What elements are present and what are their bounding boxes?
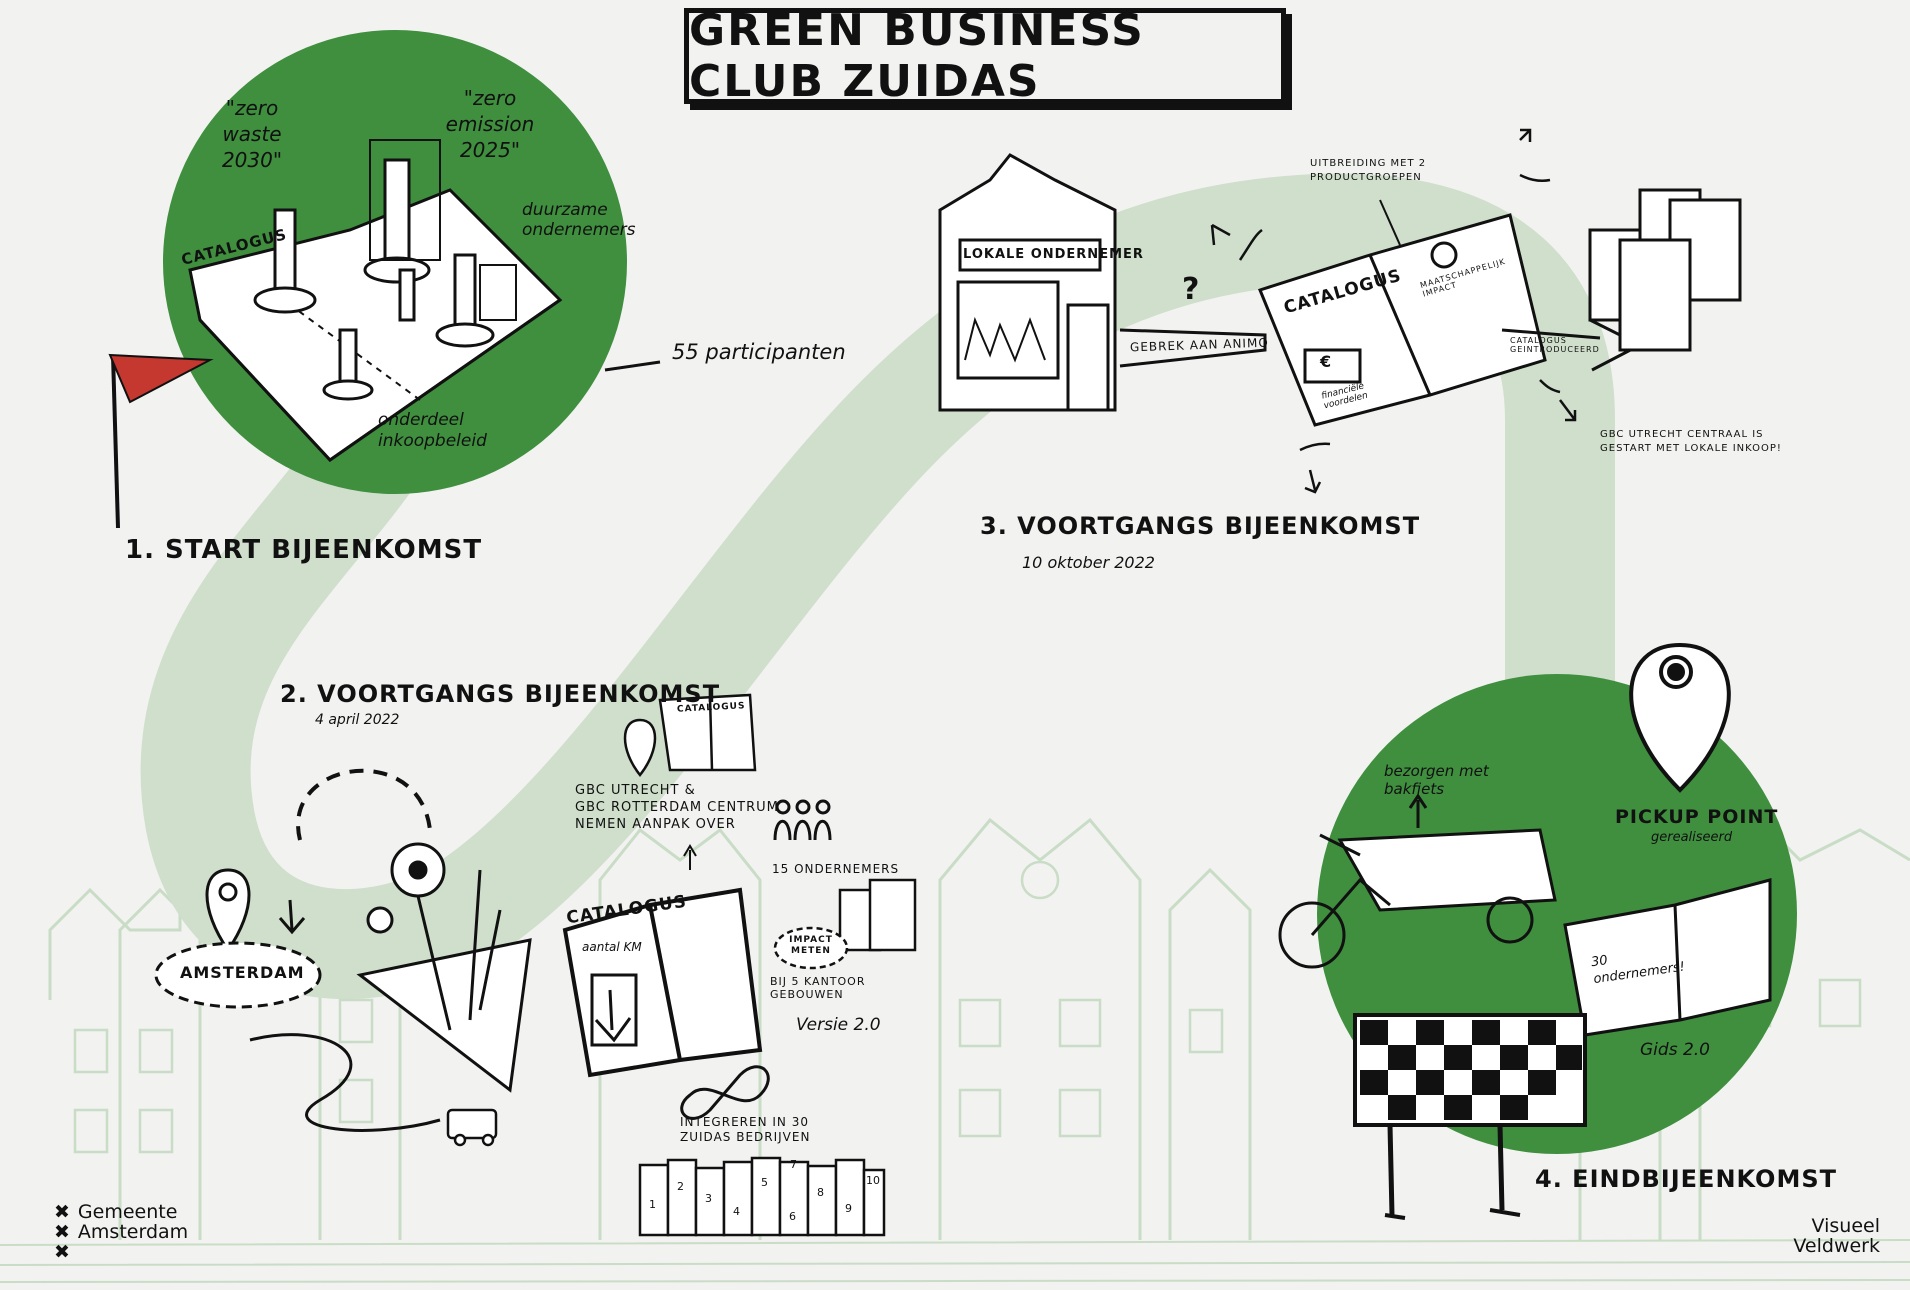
impact-bubble [773, 926, 849, 970]
15-ondernemers-label: 15 ONDERNEMERS [772, 862, 900, 876]
building-number: 8 [817, 1186, 824, 1199]
participanten-label: 55 participanten [672, 340, 846, 364]
gemeente-line-2: Amsterdam [77, 1221, 189, 1243]
gids-label: Gids 2.0 [1640, 1040, 1710, 1060]
cross-icon: ✖ [54, 1241, 70, 1263]
catalogus-book-2-icon [562, 844, 763, 1078]
building-number: 10 [866, 1174, 880, 1187]
step-3-date: 10 oktober 2022 [1022, 553, 1155, 572]
dashed-arc [296, 768, 432, 841]
zuidas-buildings-icon [638, 1156, 886, 1237]
step-2-title: 2. VOORTGANGS BIJEENKOMST [280, 680, 721, 708]
credit-line-2: Veldwerk [1793, 1235, 1880, 1257]
lokale-ondernemer-sign: LOKALE ONDERNEMER [963, 247, 1144, 262]
route-path [140, 173, 1615, 1000]
cross-icon: ✖ [54, 1221, 70, 1243]
amsterdam-bubble [154, 941, 322, 1009]
zero-waste-label: "zero waste 2030" [221, 96, 283, 172]
mini-catalog-icon [623, 693, 757, 778]
onderdeel-inkoopbeleid-label: onderdeel inkoopbeleid [378, 410, 487, 451]
finish-banner-icon [1353, 1013, 1587, 1220]
gbc-utrecht-centraal-label: GBC UTRECHT CENTRAAL IS GESTART MET LOKA… [1600, 429, 1782, 454]
step-2-date: 4 april 2022 [315, 712, 400, 728]
gbc-note-line-2: GBC ROTTERDAM CENTRUM [575, 800, 779, 815]
duurzame-ondernemers-label: duurzame ondernemers [522, 200, 636, 240]
building-number: 1 [649, 1198, 656, 1211]
flower-bouquet-icon [356, 842, 532, 1093]
up-arrow-icon [1408, 793, 1428, 828]
pickup-point-label: PICKUP POINT [1615, 806, 1779, 828]
gemeente-line-1: Gemeente [77, 1201, 178, 1223]
gbc-note-line-3: NEMEN AANPAK OVER [575, 817, 736, 832]
page-title-box: GREEN BUSINESS CLUB ZUIDAS [684, 5, 1286, 107]
infinity-icon [680, 1065, 770, 1120]
pickup-pin-icon [1629, 642, 1731, 793]
catalogus-book-icon [188, 139, 563, 462]
euro-icon: € [1320, 352, 1332, 371]
gebrek-arrow [1119, 328, 1267, 368]
building-number: 5 [761, 1176, 768, 1189]
building-number: 3 [705, 1192, 712, 1205]
kantoor-gebouwen-label: bij 5 KANTOOR GEBOUWEN [770, 975, 866, 1001]
office-buildings-icon [838, 878, 917, 952]
building-number: 7 [790, 1158, 797, 1171]
start-flag-icon [108, 353, 214, 529]
city-buildings-icon [1588, 188, 1742, 352]
step-1-title: 1. START BIJEENKOMST [125, 535, 483, 565]
bezorgen-label: bezorgen met bakfiets [1384, 762, 1489, 798]
uitbreiding-label: UITBREIDING MET 2 PRODUCTGROEPEN [1310, 158, 1427, 183]
building-number: 6 [789, 1210, 796, 1223]
integreren-label: INTEGREREN IN 30 ZUIDAS BEDRIJVEN [680, 1115, 811, 1144]
zero-emission-label: "zero emission 2025" [445, 86, 535, 162]
gbc-note-line-1: GBC UTRECHT & [575, 783, 696, 798]
aantal-km-label: aantal KM [582, 940, 642, 954]
credit-line-1: Visueel [1811, 1215, 1880, 1237]
question-arrows [1210, 128, 1577, 494]
location-pin-icon [205, 868, 251, 953]
amsterdam-label: AMSTERDAM [180, 963, 305, 982]
step-3-title: 3. VOORTGANGS BIJEENKOMST [980, 512, 1421, 540]
impact-meten-label: IMPACT METEN [789, 935, 833, 956]
lokale-ondernemer-shop-icon [938, 153, 1117, 412]
building-number: 4 [733, 1205, 740, 1218]
gerealiseerd-label: gerealiseerd [1651, 830, 1733, 845]
building-number: 9 [845, 1202, 852, 1215]
question-mark-icon: ? [1182, 272, 1200, 307]
visueel-veldwerk-credit: Visueel Veldwerk [1770, 1216, 1880, 1256]
step-4-title: 4. EINDBIJEENKOMST [1535, 1165, 1837, 1193]
delivery-van-icon [446, 1108, 498, 1147]
cross-icon: ✖ [54, 1201, 70, 1223]
building-number: 2 [677, 1180, 684, 1193]
delivery-route [249, 1033, 441, 1132]
catalogus-3-icon [1257, 199, 1547, 427]
bakfiets-icon [1278, 828, 1557, 969]
people-group-icon [773, 799, 832, 841]
page-title: GREEN BUSINESS CLUB ZUIDAS [689, 5, 1145, 107]
catalogus-geintroduceerd-label: CATALOGUS GEINTRODUCEERD [1510, 336, 1600, 354]
versie-label: Versie 2.0 [796, 1015, 881, 1035]
participanten-pointer [604, 360, 661, 372]
arrow-down-icon [278, 899, 306, 935]
gemeente-logo: ✖ Gemeente ✖ Amsterdam ✖ [54, 1202, 188, 1262]
